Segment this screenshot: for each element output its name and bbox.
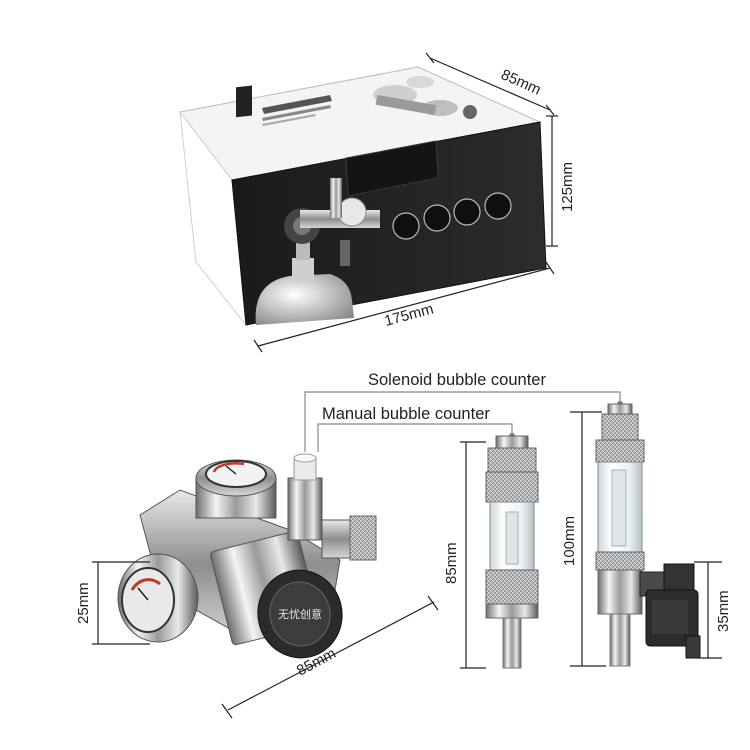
solenoid-valve xyxy=(639,563,701,659)
manual-bubble-counter-label: Manual bubble counter xyxy=(322,405,490,423)
box-feature-icons xyxy=(392,192,512,240)
solenoid-counter-height-label: 100mm xyxy=(561,516,578,566)
manual-counter-height-dimension: 85mm xyxy=(443,441,486,669)
regulator-adjustment-knob: 无忧创意 xyxy=(210,530,343,659)
valve-height-dimension: 35mm xyxy=(694,561,732,659)
regulator-outlet-fitting xyxy=(287,453,323,541)
regulator-needle-valve xyxy=(321,515,377,561)
left-pressure-gauge xyxy=(117,553,199,643)
box-width-label: 175mm xyxy=(383,300,436,329)
box-height-label: 125mm xyxy=(559,162,576,212)
solenoid-counter-height-dimension: 100mm xyxy=(561,411,606,667)
top-pressure-gauge xyxy=(195,459,277,519)
box-front-tab xyxy=(345,140,439,197)
solenoid-bubble-counter xyxy=(595,403,701,667)
manual-counter-height-label: 85mm xyxy=(443,542,460,584)
manual-bubble-counter xyxy=(485,435,539,669)
solenoid-bubble-counter-label: Solenoid bubble counter xyxy=(368,371,546,389)
box-depth-label: 85mm xyxy=(498,66,543,98)
regulator-height-label: 25mm xyxy=(75,582,92,624)
box-print-bottle xyxy=(255,178,380,325)
regulator-brand-mark: 无忧创意 xyxy=(278,607,322,621)
packaging-box xyxy=(179,66,547,327)
box-top-print xyxy=(236,76,477,126)
co2-regulator: 无忧创意 xyxy=(117,453,377,659)
regulator-height-dimension: 25mm xyxy=(75,561,150,645)
valve-height-label: 35mm xyxy=(715,590,732,632)
box-height-dimension: 125mm xyxy=(546,115,576,247)
